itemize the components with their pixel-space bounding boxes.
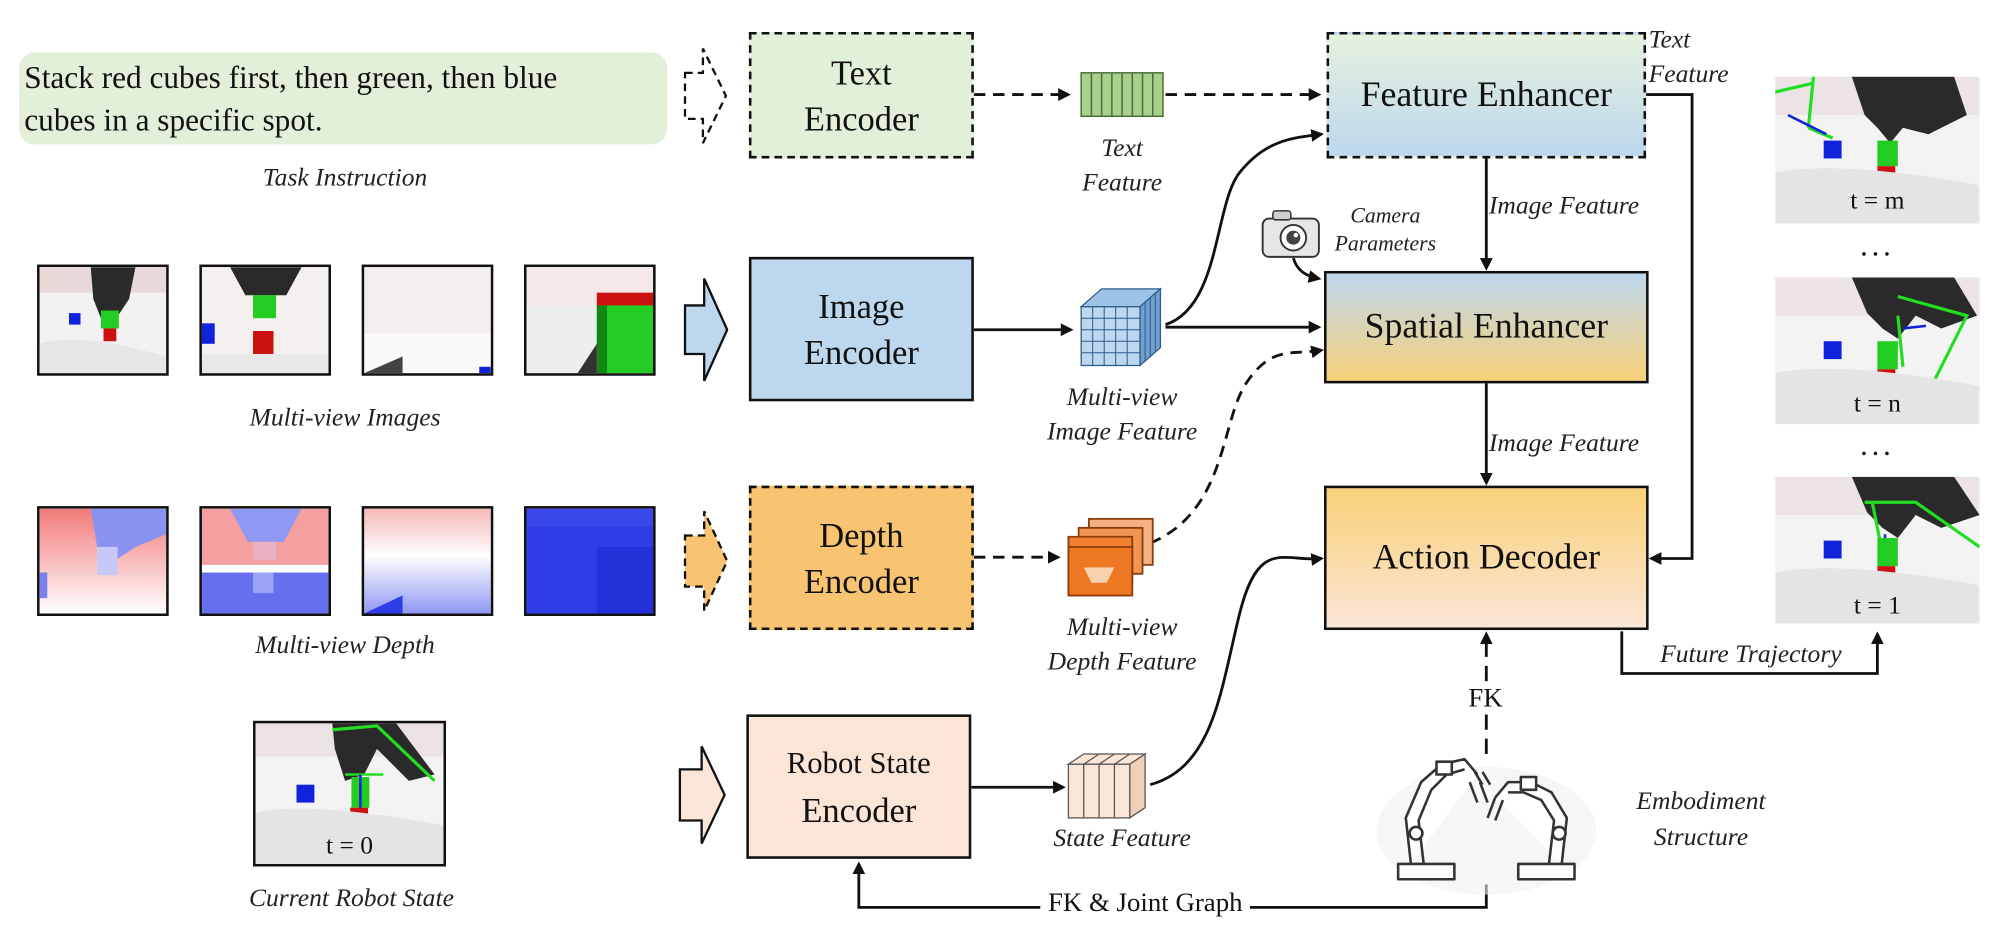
multiview-images-caption: Multi-view Images	[249, 403, 441, 432]
future-trajectory-line	[1620, 631, 1884, 675]
multiview-depth-1	[37, 506, 169, 616]
current-robot-state-caption: Current Robot State	[248, 884, 454, 913]
trajectory-time-1: t = 1	[1853, 591, 1901, 620]
image-feature-label-bottom: Image Feature	[1488, 429, 1640, 458]
image-feature-label-top: Image Feature	[1488, 191, 1640, 220]
camera-to-spatial-line	[1291, 257, 1322, 283]
state-feature-label: State Feature	[1053, 824, 1191, 853]
robot-arms-icon	[1376, 757, 1597, 895]
image-encoder-label-2: Encoder	[803, 332, 919, 372]
trajectory-frame-n: t = n	[1775, 277, 1980, 425]
trajectory-frame-m: t = m	[1775, 76, 1980, 224]
text-feature-side-label-1: Text	[1648, 25, 1691, 54]
image-encoder-label-1: Image	[818, 286, 905, 326]
spatial-enhancer-box: Spatial Enhancer	[1324, 270, 1649, 384]
multiview-depth-caption: Multi-view Depth	[255, 631, 435, 660]
text-feature-side-label-2: Feature	[1648, 60, 1729, 89]
trajectory-ellipsis-2: ...	[1860, 429, 1895, 463]
text-encoder-label-2: Encoder	[803, 99, 919, 138]
state-feature-icon	[1066, 752, 1148, 820]
depth-feature-to-spatial-line	[1149, 345, 1324, 545]
multiview-depth-2	[199, 506, 332, 616]
current-state-time-label: t = 0	[325, 831, 374, 861]
fk-joint-graph-label: FK & Joint Graph	[1040, 886, 1251, 919]
multiview-image-2	[199, 264, 332, 376]
text-feature-label-2: Feature	[1082, 168, 1163, 197]
state-feature-to-decoder-line	[1149, 553, 1324, 787]
multiview-image-1	[37, 264, 169, 376]
spatial-enhancer-label: Spatial Enhancer	[1364, 306, 1609, 347]
instruction-line-2: cubes in a specific spot.	[24, 103, 323, 139]
depth-input-arrow	[683, 510, 729, 612]
image-feature-to-feature-enhancer-line	[1165, 129, 1324, 326]
image-feature-label-1: Multi-view	[1066, 383, 1178, 412]
depth-feature-label-2: Depth Feature	[1047, 647, 1197, 677]
depth-feature-icon	[1067, 517, 1154, 597]
task-instruction-text: Stack red cubes first, then green, then …	[19, 52, 668, 145]
image-feature-label-2: Image Feature	[1046, 417, 1198, 447]
state-input-arrow	[678, 745, 726, 844]
multiview-depth-4	[523, 506, 656, 616]
fk-label: FK	[1464, 682, 1507, 715]
depth-encoder-label-2: Encoder	[803, 561, 919, 601]
multiview-image-4	[523, 264, 656, 376]
image-feature-cube-icon	[1079, 287, 1163, 367]
camera-label-1: Camera	[1350, 203, 1421, 228]
depth-feature-label-1: Multi-view	[1066, 613, 1178, 642]
trajectory-ellipsis-1: ...	[1860, 230, 1895, 264]
image-input-arrow	[683, 278, 729, 382]
text-encoder-label-1: Text	[830, 53, 892, 92]
camera-label-2: Parameters	[1334, 231, 1437, 256]
multiview-depth-3	[361, 506, 494, 616]
future-trajectory-label: Future Trajectory	[1660, 640, 1842, 669]
task-instruction-caption: Task Instruction	[262, 163, 428, 192]
depth-encoder-label-1: Depth	[819, 515, 904, 555]
trajectory-time-n: t = n	[1853, 389, 1901, 418]
action-decoder-label: Action Decoder	[1372, 537, 1601, 578]
multiview-image-3	[361, 264, 494, 376]
trajectory-frame-1: t = 1	[1775, 476, 1980, 624]
current-robot-state-image: t = 0	[253, 720, 447, 867]
robot-state-encoder-label-1: Robot State	[786, 746, 931, 781]
instruction-line-1: Stack red cubes first, then green, then …	[24, 61, 558, 96]
embodiment-caption-1: Embodiment	[1636, 787, 1766, 816]
camera-icon	[1261, 210, 1320, 258]
text-feature-icon	[1080, 72, 1164, 118]
text-feature-label-1: Text	[1101, 134, 1143, 163]
feature-enhancer-label: Feature Enhancer	[1360, 74, 1612, 115]
robot-state-encoder-label-2: Encoder	[801, 790, 917, 829]
feature-enhancer-box: Feature Enhancer	[1326, 31, 1647, 159]
trajectory-time-m: t = m	[1850, 186, 1905, 215]
action-decoder-box: Action Decoder	[1324, 485, 1649, 631]
text-feature-to-decoder-line	[1646, 93, 1694, 565]
text-input-arrow	[683, 48, 728, 144]
embodiment-caption-2: Structure	[1653, 823, 1749, 852]
